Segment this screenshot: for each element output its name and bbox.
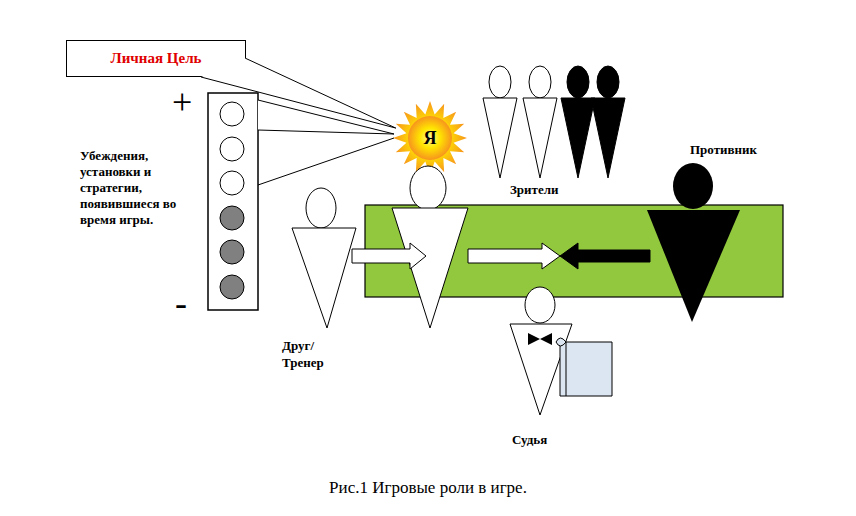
belief-circle [220,102,244,126]
play-field [365,205,783,297]
belief-circle [220,206,244,230]
role-label: Противник [690,142,800,158]
node-text: Я [424,128,437,149]
callout-leader [258,138,394,185]
sun-rays [393,101,467,175]
self-figure [392,166,468,328]
friend-figure [292,188,356,328]
referee-figure [510,287,612,415]
belief-circle [220,137,244,161]
sun-disc [408,116,452,160]
sun-node: Я [392,100,468,176]
minus-sign: - [175,285,215,321]
opponent-figure [647,163,740,322]
goal-box: Личная Цель [66,40,246,77]
role-label: Судья [512,432,592,448]
belief-circle [220,275,244,299]
belief-column [208,93,258,310]
belief-circle [220,171,244,195]
spectators [483,66,625,178]
action-arrow [468,243,560,269]
callout-leader [258,100,394,134]
role-label: Зрители [510,182,590,198]
plus-sign: + [172,84,212,120]
callout-wedge [201,59,396,129]
figure-caption: Рис.1 Игровые роли в игре. [0,478,856,498]
belief-note: Убеждения, установки и стратегии, появив… [80,148,196,228]
opponent-arrow [560,243,650,269]
belief-circle [220,240,244,264]
support-arrow [352,243,426,269]
node-text: Личная Цель [111,50,202,67]
role-label: Друг/ Тренер [282,337,338,371]
